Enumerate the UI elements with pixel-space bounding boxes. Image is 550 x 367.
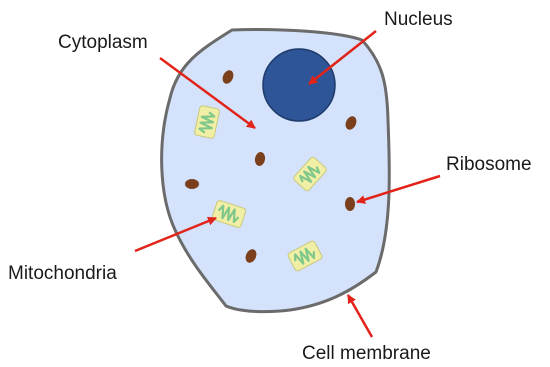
cell-membrane-label: Cell membrane [302, 344, 431, 363]
ribosome-label: Ribosome [446, 155, 532, 174]
ribosome [185, 179, 199, 189]
nucleus-organelle [263, 49, 335, 121]
cytoplasm-label: Cytoplasm [58, 33, 148, 52]
nucleus-label: Nucleus [384, 10, 453, 29]
cell-membrane-arrow [348, 295, 372, 337]
mitochondria-label: Mitochondria [8, 264, 117, 283]
ribosome [345, 197, 355, 211]
